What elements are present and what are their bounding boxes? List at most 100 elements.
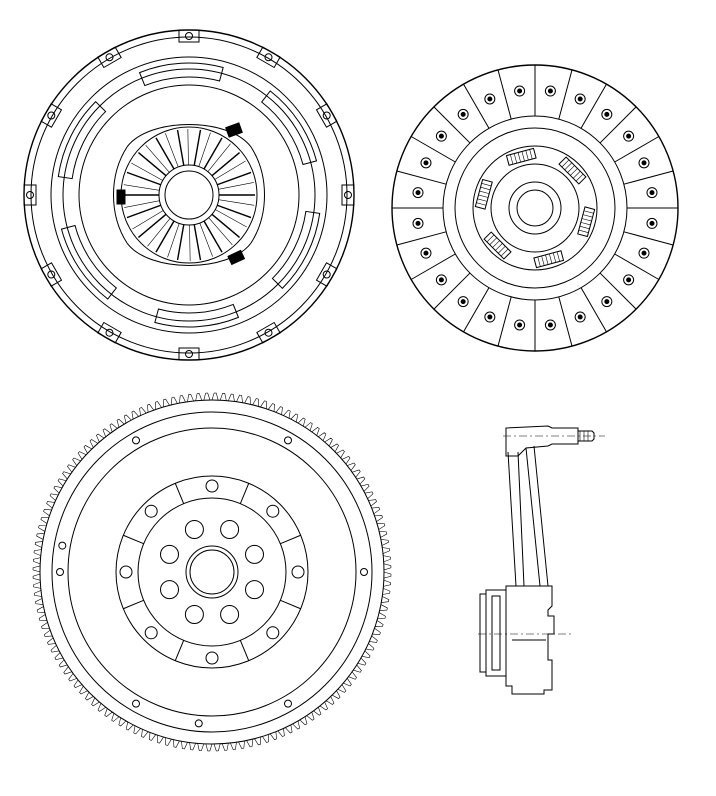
lining-rivet-core (626, 277, 632, 283)
damper-spring-coil (478, 194, 489, 198)
lining-rivet (601, 296, 613, 308)
damper-spring-coil (575, 173, 584, 182)
crank-bolt-hole (184, 520, 204, 540)
damper-spring (474, 178, 493, 210)
damper-spring-coil (564, 162, 572, 171)
lining-rivet (457, 108, 469, 120)
lining-rivet (435, 274, 447, 286)
strap-bolt-hole (185, 350, 193, 358)
damper-spring-coil (567, 165, 575, 173)
diaphragm-housing (113, 124, 265, 266)
diaphragm-finger-slot (203, 137, 223, 170)
strap-lug (40, 262, 63, 287)
damper-spring-coil (545, 254, 549, 265)
hub-segment-hole (144, 504, 158, 518)
friction-segment-gap (433, 106, 471, 144)
lining-rivet-core (423, 250, 429, 256)
clutch-disc-lining-inner (442, 115, 628, 301)
damper-spring-coil (582, 214, 593, 218)
cover-window (271, 210, 321, 290)
cover-window (138, 62, 224, 87)
friction-segment-gap (580, 83, 607, 129)
strap-bolt-hole (47, 270, 56, 279)
friction-segment-gap (558, 296, 573, 347)
strap-spring-3 (227, 249, 246, 266)
strap-bolt-hole (322, 270, 331, 279)
diaphragm-finger-slot (176, 224, 185, 261)
lining-rivet (457, 296, 469, 308)
strap-bolt-hole (26, 191, 34, 199)
crank-bolt-hole (220, 520, 240, 540)
damper-spring-coil (476, 202, 487, 206)
perimeter-hole (132, 699, 140, 708)
lining-rivet-core (460, 111, 466, 117)
damper-spring-coil (492, 240, 500, 248)
flywheel-crank-bolt-holes (160, 520, 264, 624)
diaphragm-finger-slot (193, 224, 202, 261)
cover-window (57, 100, 107, 180)
clutch-disc-hub-plate (454, 127, 616, 289)
perimeter-hole (194, 719, 203, 728)
pressure-plate (23, 29, 355, 361)
cover-window (260, 90, 318, 166)
strap-lug (40, 103, 63, 128)
crank-bolt-hole (160, 580, 180, 600)
diaphragm-finger-slot (193, 129, 202, 166)
strap-spring-2 (116, 189, 126, 205)
friction-segment-gap (614, 136, 660, 163)
lining-rivet-core (641, 250, 647, 256)
diaphragm-finger-edge (187, 129, 189, 166)
diaphragm-finger-slot (216, 171, 252, 186)
friction-segment-gap (614, 253, 660, 280)
lining-rivet-core (487, 96, 493, 102)
clutch-disc-hub-flange (490, 163, 580, 253)
hydraulic-connector (505, 425, 579, 457)
strap-bolt-hole (185, 32, 193, 40)
hydraulic-pipe-outer (507, 451, 525, 587)
release-bearing-face (485, 589, 507, 677)
diaphragm-center-inner (164, 170, 214, 220)
diaphragm-finger-edge (165, 133, 179, 168)
diaphragm-fingers (123, 129, 255, 261)
clutch-disc-damper-springs (474, 147, 596, 269)
hub-segment-hole (266, 626, 280, 640)
crank-bolt-hole (184, 604, 204, 624)
strap-lug (315, 103, 338, 128)
lining-rivet (638, 157, 650, 169)
cover-window (60, 224, 118, 300)
clutch-disc-rivets (412, 85, 658, 331)
friction-segment-gap (558, 69, 573, 120)
friction-segment-gap (433, 272, 471, 310)
strap-lug (97, 46, 122, 69)
friction-segment-gap (410, 136, 456, 163)
lining-rivet (646, 217, 658, 229)
diaphragm-finger-slot (126, 204, 162, 219)
flywheel (32, 392, 392, 752)
diaphragm-finger-slot (203, 220, 223, 253)
flywheel-ring-root (39, 399, 385, 745)
flywheel-hub-mid (137, 497, 287, 647)
hub-segment-divider (174, 640, 185, 661)
damper-spring-coil (552, 252, 557, 263)
lining-rivet (484, 93, 496, 105)
friction-segment-gap (463, 287, 490, 333)
hub-segment-divider (123, 599, 144, 610)
hub-segment-divider (239, 640, 250, 661)
friction-segment-gap (410, 253, 456, 280)
damper-spring-coil (498, 245, 506, 254)
damper-spring-coil (579, 225, 590, 230)
lining-rivet (435, 130, 447, 142)
clutch-disc-spline-bore (516, 189, 554, 227)
friction-segment-gap (396, 170, 447, 185)
lining-rivet-core (438, 277, 444, 283)
lining-rivet-core (626, 133, 632, 139)
diaphragm-finger-edge (208, 217, 233, 246)
diaphragm-finger-slot (211, 213, 241, 238)
damper-spring-coil (477, 198, 488, 202)
release-bearing-race (491, 595, 501, 671)
strap-lug (23, 184, 37, 206)
strap-bolt-hole (105, 328, 114, 337)
lining-rivet-core (547, 88, 553, 94)
damper-spring-coil (495, 243, 503, 251)
lining-rivet (623, 130, 635, 142)
